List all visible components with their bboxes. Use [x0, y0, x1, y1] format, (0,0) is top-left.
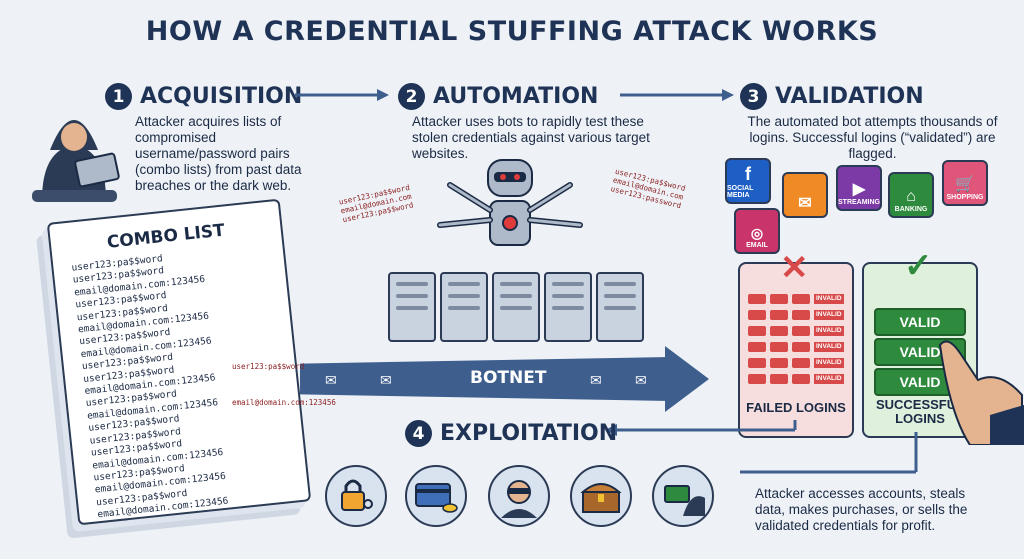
valid-badge: VALID: [874, 308, 966, 336]
padlock-key-icon: [325, 465, 387, 527]
step-number: 3: [740, 83, 767, 110]
failed-row: INVALID: [748, 342, 844, 352]
step-4-heading: 4 EXPLOITATION: [405, 420, 617, 447]
server-icon: [440, 272, 488, 342]
failed-logins-panel: ✕ INVALID INVALID INVALID INVALID INVALI…: [738, 249, 854, 438]
step-1-heading: 1 ACQUISITION: [105, 83, 302, 110]
instagram-icon: ◎: [750, 225, 764, 241]
facebook-icon: f: [745, 164, 751, 184]
step-3-description: The automated bot attempts thousands of …: [747, 114, 998, 161]
failed-row: INVALID: [748, 294, 844, 304]
envelope-icon: ✉: [635, 372, 647, 388]
site-email: ◎ EMAIL: [734, 208, 780, 254]
step-label: ACQUISITION: [140, 84, 303, 109]
arrow-3-to-4: [605, 420, 797, 436]
envelope-icon: ✉: [590, 372, 602, 388]
step-1-description: Attacker acquires lists of compromised u…: [135, 114, 302, 193]
envelope-icon: ✉: [325, 372, 337, 388]
checkmark-icon: ✓: [904, 247, 933, 285]
step-label: VALIDATION: [775, 84, 924, 109]
envelope-icon: ✉: [798, 195, 812, 212]
invalid-tag: INVALID: [814, 310, 844, 320]
site-mail-login: ✉: [782, 172, 828, 218]
page-title: HOW A CREDENTIAL STUFFING ATTACK WORKS: [145, 16, 879, 47]
botnet-arrow: [300, 357, 670, 401]
step-number: 1: [105, 83, 132, 110]
robot-bot-illustration: [437, 159, 583, 246]
step-3-heading: 3 VALIDATION: [740, 83, 924, 110]
masked-thief-icon: [488, 465, 550, 527]
site-label: EMAIL: [746, 242, 768, 249]
failed-row: INVALID: [748, 310, 844, 320]
site-label: SHOPPING: [946, 194, 984, 201]
step-2-description: Attacker uses bots to rapidly test these…: [412, 114, 650, 161]
step-2-heading: 2 AUTOMATION: [398, 83, 598, 110]
invalid-tag: INVALID: [814, 374, 844, 384]
arrow-success-to-exploitation: [740, 432, 918, 474]
treasure-chest-icon: [570, 465, 632, 527]
step-label: EXPLOITATION: [440, 421, 618, 446]
invalid-tag: INVALID: [814, 294, 844, 304]
failed-logins-title: FAILED LOGINS: [746, 400, 846, 415]
invalid-tag: INVALID: [814, 326, 844, 336]
site-streaming: ▶ STREAMING: [836, 165, 882, 211]
arrow-2-to-3: [620, 89, 734, 101]
failed-row: INVALID: [748, 358, 844, 368]
step-number: 4: [405, 420, 432, 447]
credit-card-coins-icon: [405, 465, 467, 527]
step-number: 2: [398, 83, 425, 110]
hand-pointer-illustration: [938, 340, 1024, 445]
invalid-tag: INVALID: [814, 342, 844, 352]
server-icon: [388, 272, 436, 342]
site-label: BANKING: [894, 206, 928, 213]
cart-icon: 🛒: [955, 176, 975, 193]
stream-cred-2: email@domain.com:123456: [232, 398, 336, 407]
botnet-label: BOTNET: [470, 368, 547, 388]
bot-right-creds: user123:pa$$word email@domain.com user12…: [610, 167, 687, 211]
cross-icon: ✕: [780, 249, 809, 287]
hacker-illustration: [32, 120, 120, 202]
failed-row: INVALID: [748, 374, 844, 384]
botnet-arrowhead: [665, 346, 709, 412]
step-4-description: Attacker accesses accounts, steals data,…: [755, 486, 968, 533]
play-icon: ▶: [852, 181, 866, 198]
selling-credentials-icon: [652, 465, 714, 527]
server-icon: [492, 272, 540, 342]
successful-logins-title: SUCCESSFUL LOGINS: [875, 397, 965, 426]
site-shopping: 🛒 SHOPPING: [942, 160, 988, 206]
site-banking: ⌂ BANKING: [888, 172, 934, 218]
bank-icon: ⌂: [906, 188, 916, 205]
site-label: SOCIAL MEDIA: [727, 185, 754, 199]
bot-left-creds: user123:pa$$word email@domain.com user12…: [338, 183, 414, 224]
arrow-1-to-2: [295, 89, 389, 101]
site-label: STREAMING: [838, 199, 880, 206]
envelope-icon: ✉: [380, 372, 392, 388]
stream-cred-1: user123:pa$$word: [232, 362, 305, 371]
server-icon: [544, 272, 592, 342]
invalid-tag: INVALID: [814, 358, 844, 368]
failed-row: INVALID: [748, 326, 844, 336]
step-label: AUTOMATION: [433, 84, 599, 109]
site-social-media: f SOCIAL MEDIA: [725, 158, 771, 204]
server-icon: [596, 272, 644, 342]
